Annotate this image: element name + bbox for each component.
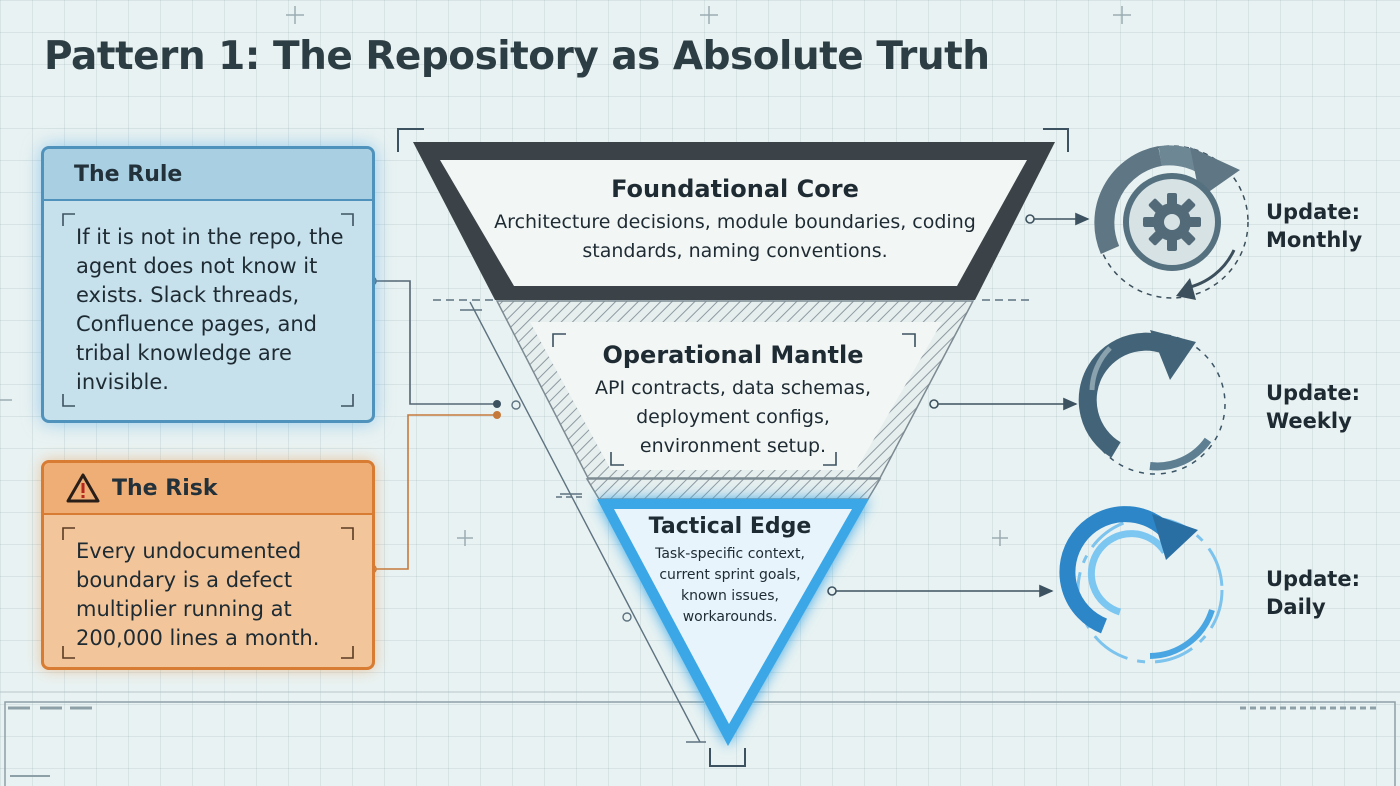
risk-heading: The Risk: [112, 475, 218, 501]
update-weekly: Update: Weekly: [1266, 379, 1360, 435]
update-monthly: Update: Monthly: [1266, 198, 1362, 254]
risk-panel: The Risk Every undocumented boundary is …: [41, 460, 375, 670]
crosshair-marks: [0, 6, 1131, 546]
rule-brackets: [62, 213, 354, 407]
update-monthly-label: Update:: [1266, 200, 1360, 224]
frame-brackets: [397, 128, 1069, 767]
risk-connector: [367, 411, 501, 574]
layer-core-description: Architecture decisions, module boundarie…: [494, 211, 976, 262]
fast-cycle-icon: [1049, 506, 1224, 664]
layer-edge-description: Task-specific context, current sprint go…: [655, 546, 805, 625]
core-arrow: [1025, 212, 1090, 226]
rule-heading: The Rule: [44, 149, 372, 201]
risk-brackets: [62, 527, 354, 659]
layer-core-title: Foundational Core: [611, 175, 859, 203]
update-monthly-value: Monthly: [1266, 228, 1363, 252]
layer-edge-text: Tactical Edge Task-specific context, cur…: [638, 511, 822, 628]
mantle-arrow: [929, 397, 1078, 411]
update-daily: Update: Daily: [1266, 565, 1360, 621]
rule-panel: The Rule If it is not in the repo, the a…: [41, 146, 375, 423]
rule-text: If it is not in the repo, the agent does…: [76, 225, 344, 394]
risk-header: The Risk: [44, 463, 372, 515]
edge-arrow: [827, 584, 1054, 598]
bottom-strip: [0, 691, 1400, 786]
refresh-cycle-icon: [1078, 330, 1226, 475]
update-daily-value: Daily: [1266, 595, 1326, 619]
layer-mantle-description: API contracts, data schemas, deployment …: [595, 377, 871, 457]
update-weekly-label: Update:: [1266, 381, 1360, 405]
left-guide: [433, 299, 1034, 743]
warning-triangle-icon: [66, 473, 100, 503]
page-title: Pattern 1: The Repository as Absolute Tr…: [44, 34, 990, 79]
gear-cycle-icon: [1094, 145, 1249, 300]
rule-connector: [367, 276, 501, 408]
layer-mantle-text: Operational Mantle API contracts, data s…: [570, 338, 896, 461]
update-daily-label: Update:: [1266, 567, 1360, 591]
layer-core-text: Foundational Core Architecture decisions…: [492, 172, 978, 266]
layer-edge-title: Tactical Edge: [648, 514, 812, 539]
risk-text: Every undocumented boundary is a defect …: [76, 539, 320, 650]
update-weekly-value: Weekly: [1266, 409, 1352, 433]
layer-mantle-title: Operational Mantle: [602, 341, 864, 369]
